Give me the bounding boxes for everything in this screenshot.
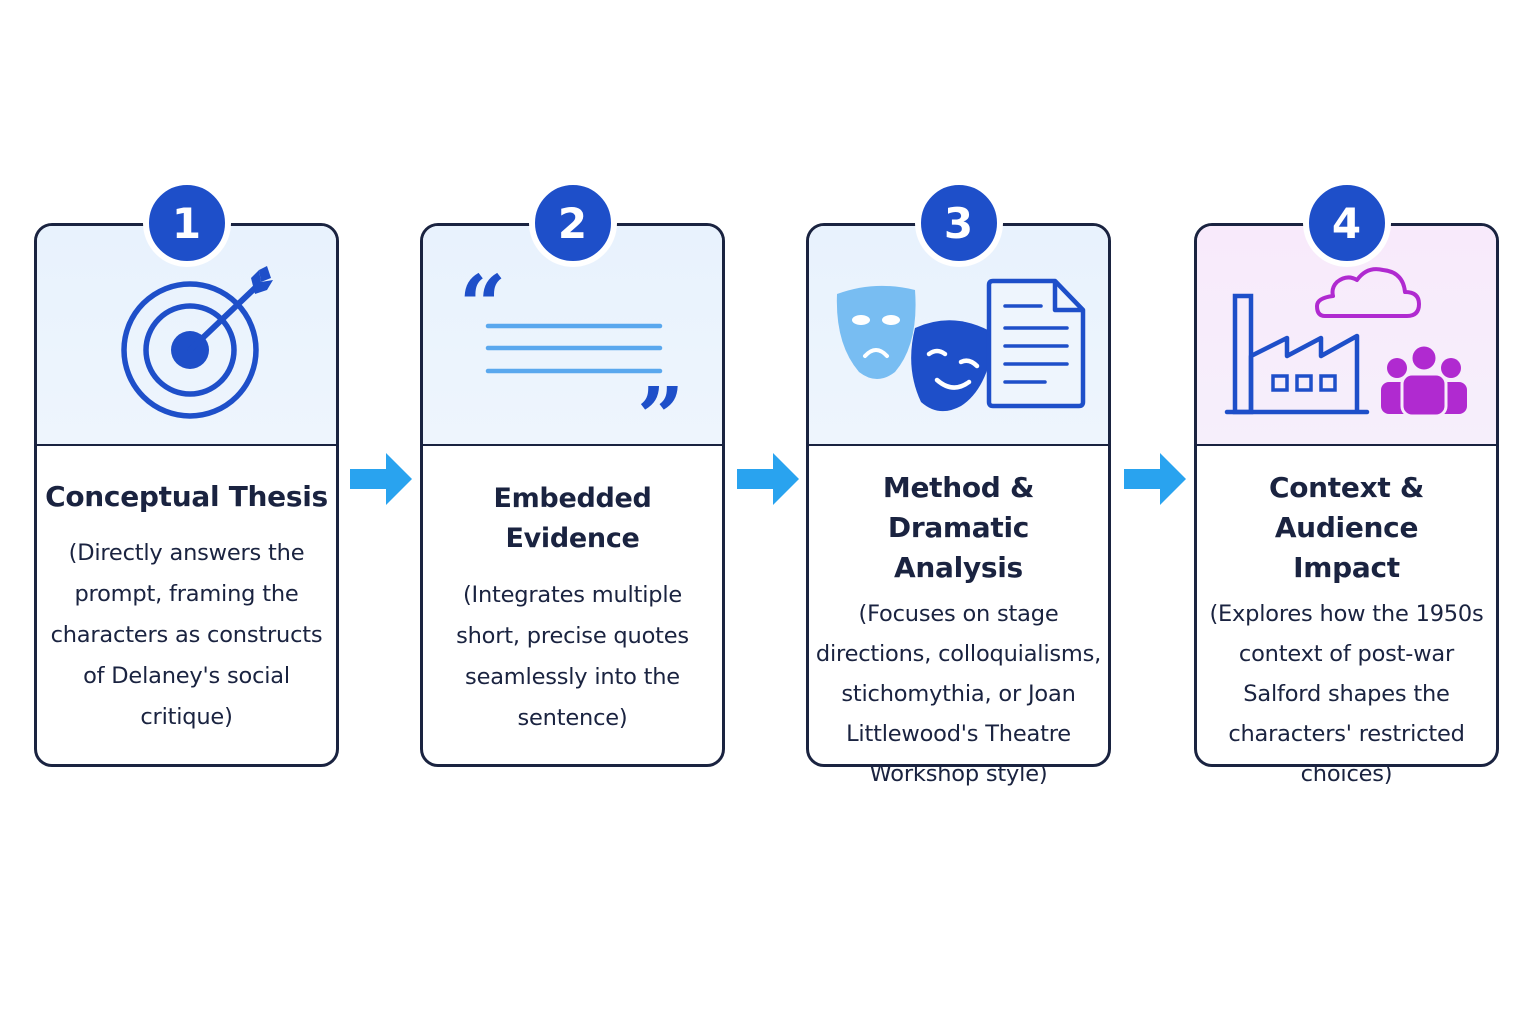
svg-text:”: ” xyxy=(637,370,684,444)
step-description: (Focuses on stage directions, colloquial… xyxy=(815,601,1102,787)
step-title: Context & Audience Impact xyxy=(1268,471,1424,584)
step-description: (Directly answers the prompt, framing th… xyxy=(50,540,323,730)
arrow-right-icon xyxy=(1124,453,1186,505)
step-card-1-text: Conceptual Thesis (Directly answers the … xyxy=(43,444,330,764)
quotation-icon: “ ” xyxy=(459,258,684,444)
theatre-masks-script-icon xyxy=(836,278,1086,412)
step-number-badge: 1 xyxy=(142,179,231,267)
svg-text:“: “ xyxy=(459,258,506,354)
factory-cloud-people-icon xyxy=(1224,267,1467,418)
step-card-1: 1 Conceptual Thesis (Directly answers th… xyxy=(34,179,339,767)
arrow-right-icon xyxy=(737,453,799,505)
step-card-4: 4 Context & Audience Impact (Explores ho… xyxy=(1194,179,1499,787)
step-card-2: “ ” 2 Embedded Evidence (Integrates mult… xyxy=(420,179,725,767)
step-card-3-text: Method & Dramatic Analysis (Focuses on s… xyxy=(815,444,1102,787)
step-number-badge: 4 xyxy=(1302,179,1391,267)
step-title: Embedded Evidence xyxy=(493,483,652,554)
step-description: (Explores how the 1950s context of post-… xyxy=(1209,601,1484,787)
step-card-4-text: Context & Audience Impact (Explores how … xyxy=(1203,444,1490,787)
step-description: (Integrates multiple short, precise quot… xyxy=(456,582,689,731)
step-number-badge: 2 xyxy=(528,179,617,267)
step-title: Method & Dramatic Analysis xyxy=(882,471,1035,584)
arrow-right-icon xyxy=(350,453,412,505)
step-title: Conceptual Thesis xyxy=(45,480,328,513)
step-card-2-text: Embedded Evidence (Integrates multiple s… xyxy=(429,444,716,764)
step-number-badge: 3 xyxy=(914,179,1003,267)
step-card-3: 3 Method & Dramatic Analysis (Focuses on… xyxy=(806,179,1111,787)
target-arrow-icon xyxy=(121,266,273,419)
